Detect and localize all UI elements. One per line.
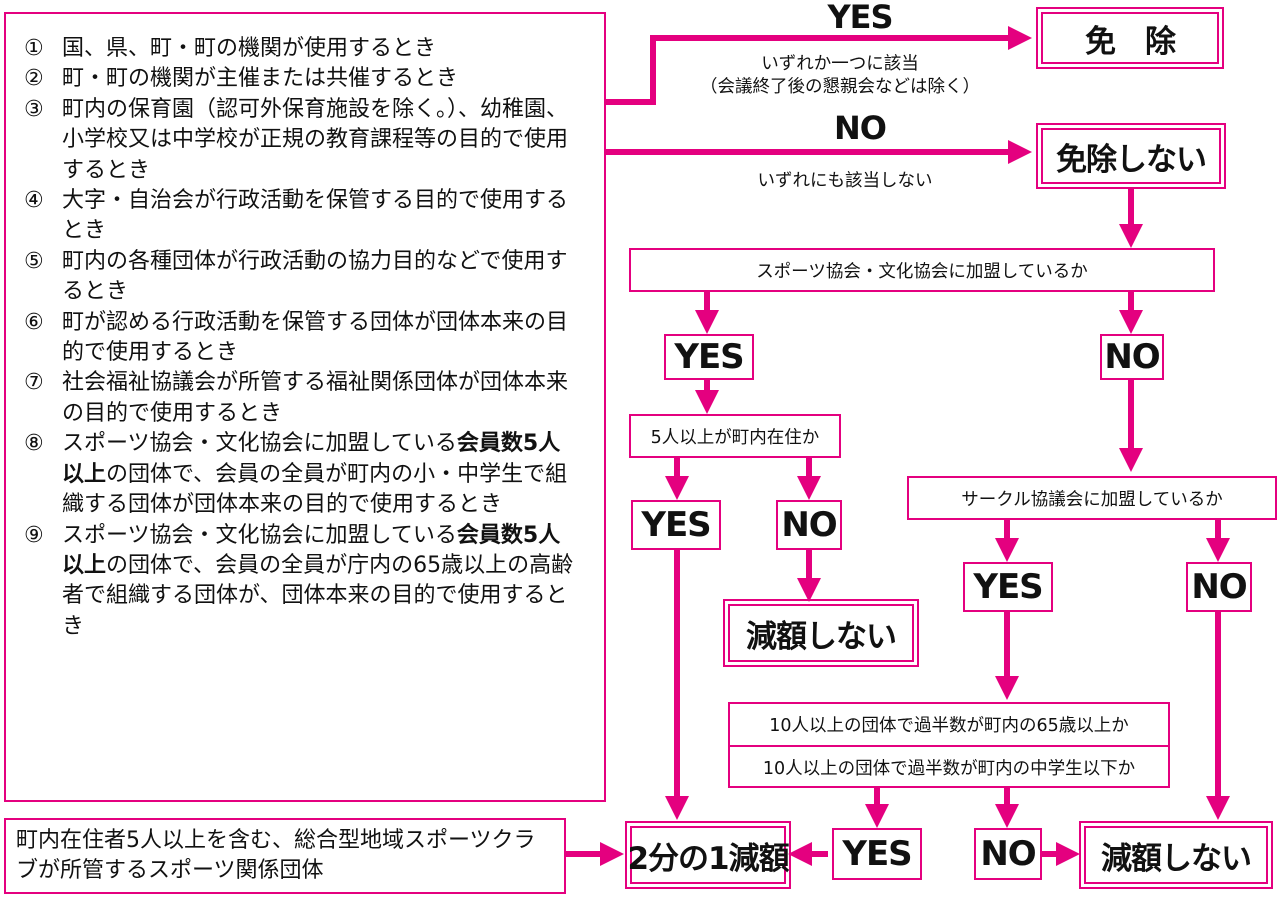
exempt-result: 免 除 bbox=[1036, 7, 1224, 69]
condition-text-part: 社会福祉協議会が所管する福祉関係団体が団体本来の目的で使用するとき bbox=[62, 370, 569, 426]
connector-yes-to-exempt bbox=[606, 26, 1032, 105]
condition-text-part: 町が認める行政活動を保管する団体が団体本来の目的で使用するとき bbox=[62, 309, 569, 366]
condition-number: ③ bbox=[24, 96, 44, 122]
question-association: スポーツ協会・文化協会に加盟しているか bbox=[629, 248, 1215, 292]
condition-item: ② 町・町の機関が主催または共催するとき bbox=[24, 64, 582, 94]
answer-yes-majority: YES bbox=[832, 828, 922, 880]
not-exempt-result: 免除しない bbox=[1036, 123, 1226, 189]
question-students: 10人以上の団体で過半数が町内の中学生以下か bbox=[762, 759, 1136, 779]
answer-no-association: NO bbox=[1100, 334, 1164, 380]
condition-emphasis: 会員数5人以上 bbox=[62, 522, 561, 578]
bottom-condition-box: 町内在住者5人以上を含む、総合型地域スポーツクラブが所管するスポーツ関係団体 bbox=[4, 818, 566, 894]
condition-item: ① 国、県、町・町の機関が使用するとき bbox=[24, 34, 582, 64]
condition-text-part: 国、県、町・町の機関が使用するとき bbox=[62, 36, 437, 61]
top-no-note: いずれにも該当しない bbox=[757, 171, 933, 191]
conditions-list: ① 国、県、町・町の機関が使用するとき ② 町・町の機関が主催または共催するとき ③ 町内… bbox=[24, 34, 582, 642]
condition-text-part: の団体で、会員の全員が庁内の65歳以上の高齢者で組織する団体が、団体本来の目的で… bbox=[62, 552, 574, 639]
condition-text-part: 町・町の機関が主催または共催するとき bbox=[62, 66, 459, 92]
condition-number: ⑧ bbox=[24, 431, 44, 457]
condition-number: ⑨ bbox=[24, 522, 44, 548]
condition-text: 町・町の機関が主催または共催するとき bbox=[62, 64, 582, 94]
answer-yes-circle: YES bbox=[963, 562, 1053, 612]
answer-yes-association: YES bbox=[664, 334, 754, 380]
condition-text-part: 町内の保育園（認可外保育施設を除く。）、幼稚園、小学校又は中学校が正規の教育課程… bbox=[62, 96, 569, 183]
no-reduction-result-1: 減額しない bbox=[723, 599, 919, 667]
condition-text: 社会福祉協議会が所管する福祉関係団体が団体本来の目的で使用するとき bbox=[62, 368, 582, 429]
condition-item: ④ 大字・自治会が行政活動を保管する目的で使用するとき bbox=[24, 186, 582, 247]
condition-item: ⑥ 町が認める行政活動を保管する団体が団体本来の目的で使用するとき bbox=[24, 308, 582, 369]
answer-no-residents: NO bbox=[776, 500, 842, 550]
condition-text-part: の団体で、会員の全員が町内の小・中学生で組織する団体が団体本来の目的で使用すると… bbox=[62, 461, 568, 518]
condition-item: ⑨ スポーツ協会・文化協会に加盟している会員数5人以上の団体で、会員の全員が庁内の… bbox=[24, 521, 582, 643]
no-reduction-result-2: 減額しない bbox=[1079, 821, 1273, 889]
condition-text: 町内の各種団体が行政活動の協力目的などで使用するとき bbox=[62, 247, 582, 308]
question-circle: サークル協議会に加盟しているか bbox=[907, 476, 1277, 520]
half-reduction-result: 2分の1減額 bbox=[625, 821, 791, 889]
condition-text: 国、県、町・町の機関が使用するとき bbox=[62, 34, 582, 64]
condition-emphasis: 会員数5人以上 bbox=[62, 431, 561, 487]
condition-text-part: 大字・自治会が行政活動を保管する目的で使用するとき bbox=[62, 188, 569, 244]
question-elderly: 10人以上の団体で過半数が町内の65歳以上か bbox=[730, 704, 1168, 747]
condition-text: 町が認める行政活動を保管する団体が団体本来の目的で使用するとき bbox=[62, 308, 582, 369]
majority-questions-box: 10人以上の団体で過半数が町内の65歳以上か 10人以上の団体で過半数が町内の中… bbox=[728, 702, 1170, 788]
bottom-condition-text: 町内在住者5人以上を含む、総合型地域スポーツクラブが所管するスポーツ関係団体 bbox=[16, 828, 536, 883]
condition-text-part: 町内の各種団体が行政活動の協力目的などで使用するとき bbox=[62, 248, 568, 305]
condition-number: ⑤ bbox=[24, 248, 44, 274]
top-yes-note: いずれか一つに該当 （会議終了後の懇親会などは除く） bbox=[700, 54, 980, 97]
condition-item: ⑦ 社会福祉協議会が所管する福祉関係団体が団体本来の目的で使用するとき bbox=[24, 368, 582, 429]
condition-text: 町内の保育園（認可外保育施設を除く。）、幼稚園、小学校又は中学校が正規の教育課程… bbox=[62, 95, 582, 186]
condition-text: スポーツ協会・文化協会に加盟している会員数5人以上の団体で、会員の全員が庁内の6… bbox=[62, 521, 582, 643]
answer-no-circle: NO bbox=[1186, 562, 1252, 612]
condition-text-part: スポーツ協会・文化協会に加盟している bbox=[62, 431, 457, 457]
conditions-box: ① 国、県、町・町の機関が使用するとき ② 町・町の機関が主催または共催するとき ③ 町内… bbox=[4, 12, 606, 802]
condition-number: ⑥ bbox=[24, 309, 44, 335]
answer-yes-residents: YES bbox=[631, 500, 721, 550]
condition-number: ⑦ bbox=[24, 370, 44, 396]
condition-number: ④ bbox=[24, 188, 44, 214]
condition-item: ⑧ スポーツ協会・文化協会に加盟している会員数5人以上の団体で、会員の全員が町内の… bbox=[24, 429, 582, 520]
top-yes-label: YES bbox=[827, 0, 893, 36]
condition-item: ③ 町内の保育園（認可外保育施設を除く。）、幼稚園、小学校又は中学校が正規の教育課… bbox=[24, 95, 582, 186]
condition-number: ② bbox=[24, 66, 44, 92]
condition-text: 大字・自治会が行政活動を保管する目的で使用するとき bbox=[62, 186, 582, 247]
condition-text: スポーツ協会・文化協会に加盟している会員数5人以上の団体で、会員の全員が町内の小… bbox=[62, 429, 582, 520]
top-no-label: NO bbox=[834, 109, 887, 147]
question-residents: 5人以上が町内在住か bbox=[629, 414, 841, 458]
condition-text-part: スポーツ協会・文化協会に加盟している bbox=[62, 522, 457, 548]
condition-number: ① bbox=[24, 36, 44, 61]
condition-item: ⑤ 町内の各種団体が行政活動の協力目的などで使用するとき bbox=[24, 247, 582, 308]
answer-no-majority: NO bbox=[974, 828, 1042, 880]
